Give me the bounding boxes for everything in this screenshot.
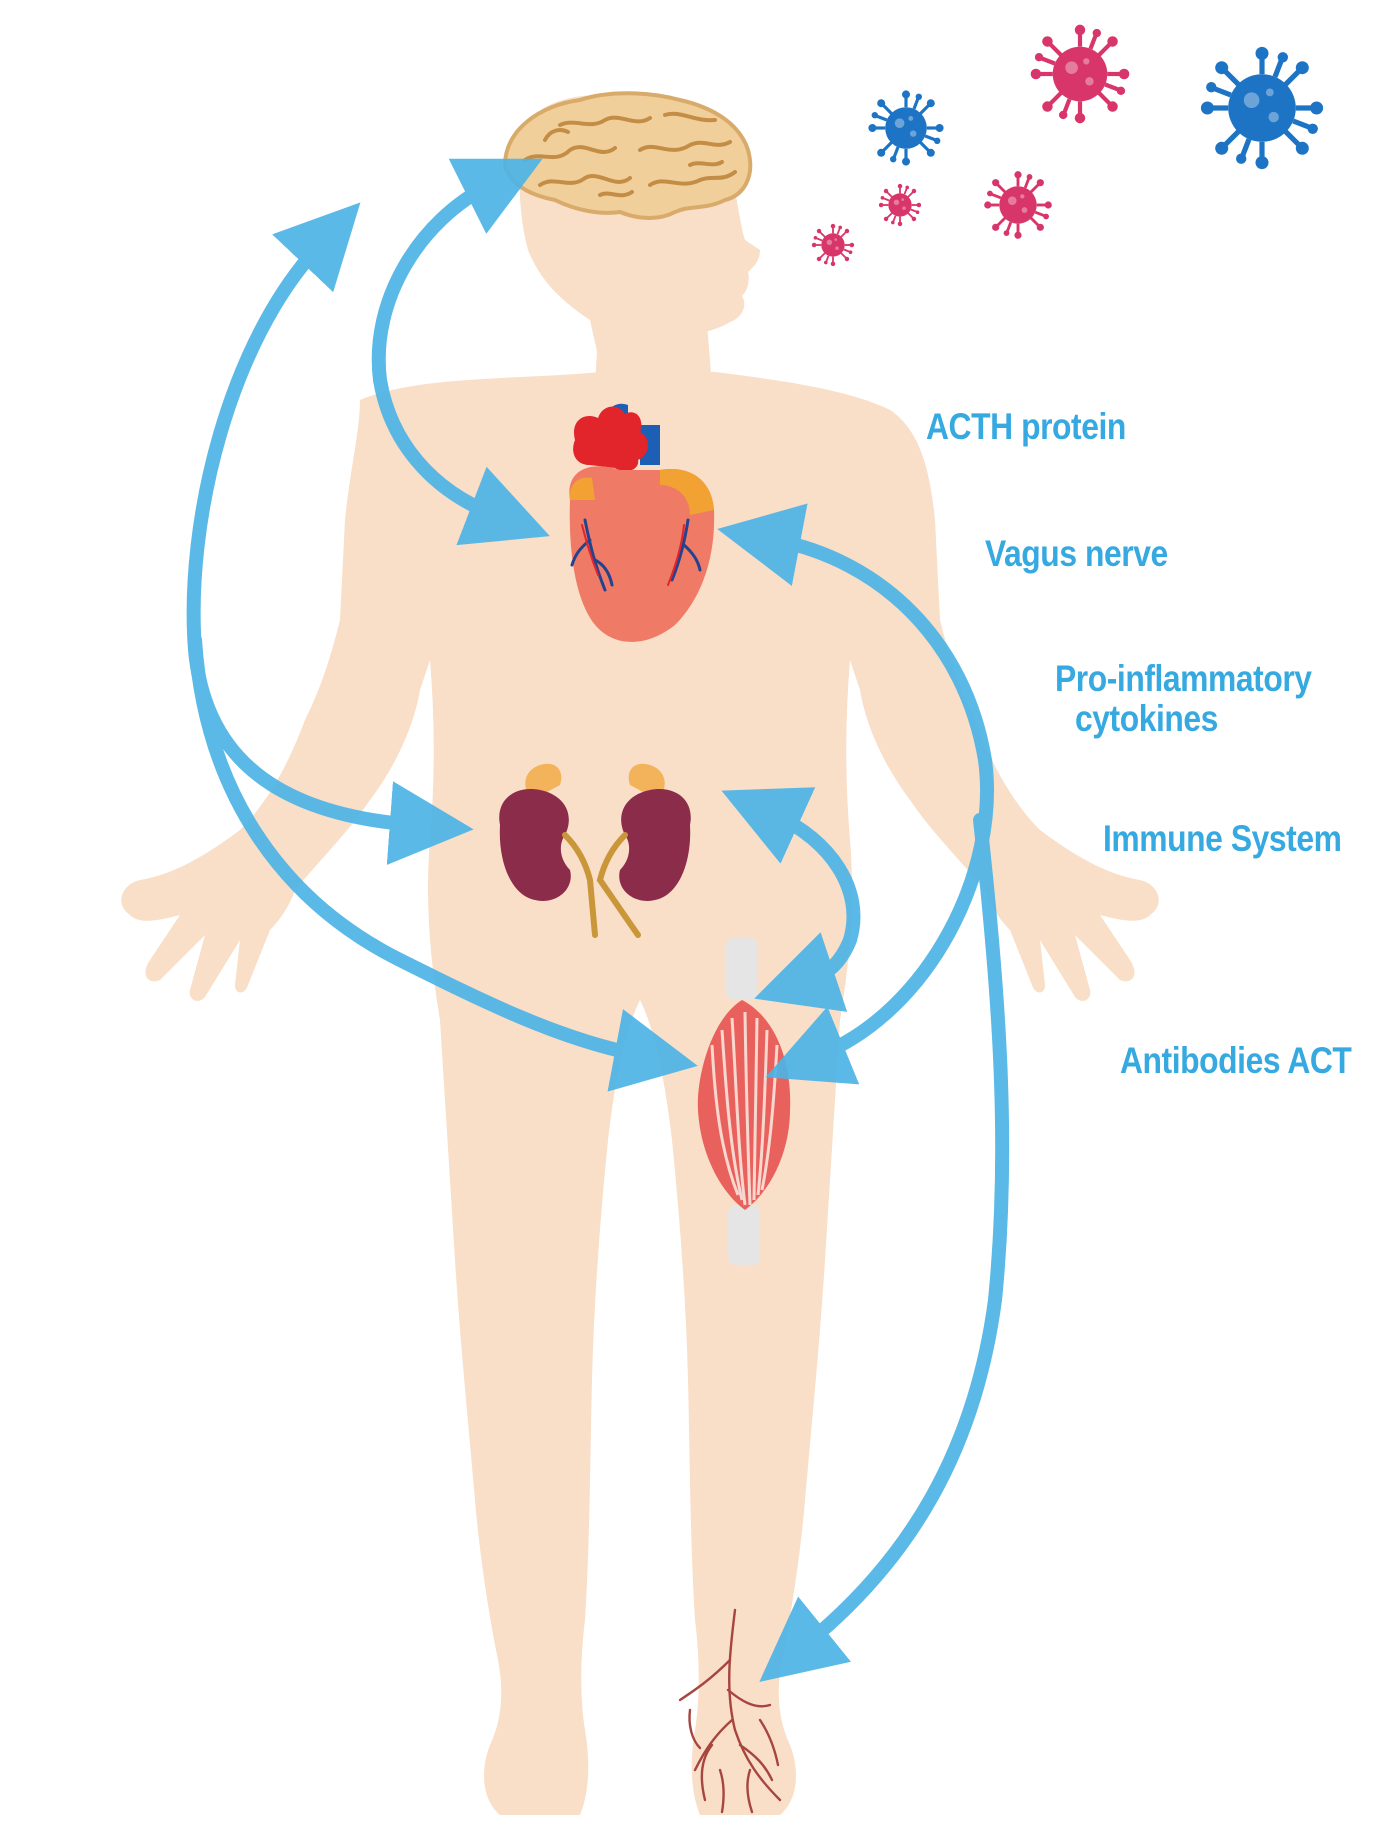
- virus-icon: [868, 90, 943, 165]
- virus-icon: [1031, 25, 1130, 124]
- virus-icon: [1201, 47, 1323, 169]
- virus-icon: [812, 224, 854, 266]
- virus-icon: [879, 184, 921, 226]
- label-immune-system: Immune System: [1103, 820, 1341, 858]
- body-silhouette: [121, 95, 1158, 1815]
- label-acth-protein: ACTH protein: [926, 408, 1126, 446]
- virus-cluster: [812, 25, 1323, 267]
- label-pro-inflammatory: Pro-inflammatory: [1055, 660, 1312, 698]
- virus-icon: [984, 171, 1052, 239]
- label-vagus-nerve: Vagus nerve: [985, 535, 1168, 573]
- label-cytokines: cytokines: [1075, 700, 1218, 738]
- label-antibodies: Antibodies ACT: [1120, 1042, 1351, 1080]
